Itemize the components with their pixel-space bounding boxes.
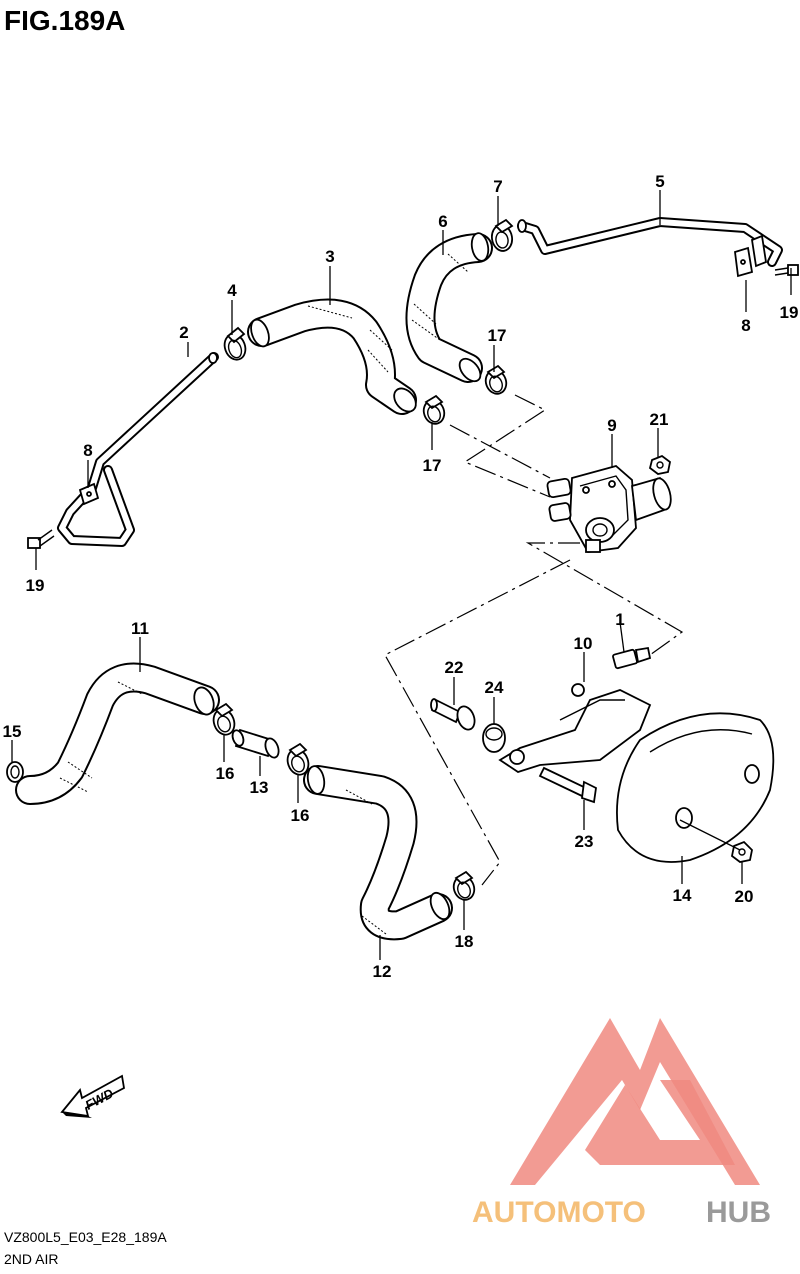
callout-17-upper: 17 [488, 326, 507, 345]
callout-21: 21 [650, 410, 669, 429]
part-20-nut [731, 840, 753, 863]
logo-text-part1: AUTOMOTO [472, 1196, 646, 1229]
part-15-clamp [6, 761, 24, 783]
figure-title: FIG.189A [4, 5, 125, 36]
callout-7: 7 [493, 177, 502, 196]
callout-3: 3 [325, 247, 334, 266]
part-7-clamp [490, 218, 514, 252]
callout-12: 12 [373, 962, 392, 981]
part-18-clamp [452, 870, 476, 901]
callout-15: 15 [3, 722, 22, 741]
part-10-bracket [498, 683, 652, 773]
part-4-clamp [223, 326, 247, 361]
callout-23: 23 [575, 832, 594, 851]
callout-24: 24 [485, 678, 504, 697]
part-24-cushion [482, 723, 506, 753]
callout-16-right: 16 [291, 806, 310, 825]
callout-14: 14 [673, 886, 692, 905]
callout-numbers: 1 2 3 4 5 6 7 8 8 9 10 11 12 13 14 15 16… [3, 172, 799, 981]
part-17-clamp-lower [422, 394, 446, 425]
part-17-clamp-upper [484, 364, 508, 395]
callout-20: 20 [735, 887, 754, 906]
callout-2: 2 [179, 323, 188, 342]
part-23-bolt [538, 766, 597, 804]
callout-18: 18 [455, 932, 474, 951]
callout-19-right: 19 [780, 303, 799, 322]
callout-5: 5 [655, 172, 664, 191]
automotohub-logo: AUTOMOTO HUB [472, 1018, 771, 1229]
part-8-bracket-left [78, 482, 100, 506]
part-3-hose [247, 298, 417, 415]
callout-16-left: 16 [216, 764, 235, 783]
callout-22: 22 [445, 658, 464, 677]
part-2-air-pipe [57, 352, 219, 547]
part-19-bolt-right [774, 264, 799, 276]
part-12-hose [303, 765, 453, 941]
part-13-pipe-joint [231, 728, 280, 759]
part-9-pair-valve [546, 465, 672, 553]
part-11-hose [15, 662, 220, 805]
model-code: VZ800L5_E03_E28_189A [4, 1229, 167, 1245]
callout-8-right: 8 [741, 316, 750, 335]
logo-text-part2: HUB [706, 1196, 771, 1229]
leader-lines [11, 190, 792, 960]
callout-6: 6 [438, 212, 447, 231]
part-14-cover [616, 712, 775, 863]
callout-19-left: 19 [26, 576, 45, 595]
callout-13: 13 [250, 778, 269, 797]
callout-9: 9 [607, 416, 616, 435]
part-6-hose [405, 232, 493, 383]
callout-11: 11 [131, 619, 149, 638]
callout-8-left: 8 [83, 441, 92, 460]
callout-17-lower: 17 [423, 456, 442, 475]
part-21-nut [648, 454, 671, 475]
part-16-clamp-right [286, 742, 310, 776]
callout-10: 10 [574, 634, 593, 653]
part-16-clamp-left [212, 702, 236, 736]
part-22-collar [430, 698, 476, 731]
part-8-bracket-right [734, 234, 767, 278]
assembly-guide-lines [384, 394, 684, 886]
part-1-sensor [612, 646, 652, 670]
fwd-arrow-icon: FWD [60, 1074, 125, 1118]
section-name: 2ND AIR [4, 1251, 58, 1267]
callout-1: 1 [615, 610, 624, 629]
callout-4: 4 [227, 281, 237, 300]
part-19-bolt-left [27, 529, 55, 549]
